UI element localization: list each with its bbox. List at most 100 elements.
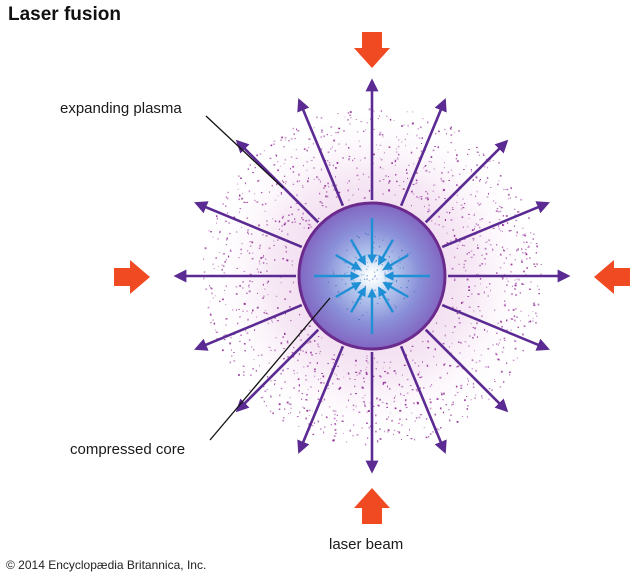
plasma-particle (522, 350, 524, 352)
plasma-particle (307, 388, 309, 390)
plasma-particle (253, 348, 255, 351)
plasma-particle (458, 130, 460, 132)
plasma-particle (466, 408, 468, 410)
plasma-particle (411, 389, 414, 391)
plasma-particle (335, 196, 338, 198)
plasma-particle (255, 201, 258, 203)
plasma-particle (229, 248, 232, 251)
plasma-particle (219, 300, 221, 303)
plasma-particle (281, 217, 284, 219)
plasma-particle (419, 376, 422, 379)
laser-arrow-right (594, 260, 630, 294)
core-speckle (374, 271, 376, 273)
plasma-particle (229, 232, 231, 235)
plasma-particle (348, 199, 350, 201)
plasma-expansion-arrow (297, 345, 345, 454)
plasma-particle (426, 364, 429, 367)
plasma-particle (333, 139, 336, 142)
plasma-particle (319, 192, 321, 195)
plasma-particle (348, 180, 350, 182)
core-speckle (395, 281, 397, 283)
plasma-particle (227, 191, 229, 194)
plasma-particle (466, 278, 469, 281)
plasma-particle (468, 252, 470, 254)
plasma-particle (274, 383, 276, 386)
plasma-particle (522, 333, 524, 336)
plasma-particle (226, 239, 228, 241)
plasma-particle (216, 222, 218, 224)
plasma-particle (366, 366, 368, 368)
plasma-particle (375, 414, 377, 417)
plasma-particle (432, 190, 434, 192)
plasma-particle (453, 234, 456, 237)
plasma-particle (338, 388, 340, 390)
plasma-particle (305, 379, 308, 381)
plasma-particle (313, 167, 315, 169)
plasma-particle (249, 280, 251, 282)
plasma-particle (332, 439, 335, 442)
plasma-particle (416, 134, 418, 137)
plasma-particle (515, 234, 518, 237)
plasma-particle (215, 329, 216, 331)
plasma-particle (396, 136, 398, 138)
plasma-particle (475, 394, 477, 396)
plasma-particle (430, 156, 433, 158)
plasma-particle (415, 179, 418, 182)
plasma-particle (388, 181, 390, 184)
plasma-particle (247, 168, 249, 170)
plasma-particle (473, 254, 475, 256)
plasma-particle (328, 406, 331, 408)
plasma-particle (280, 342, 283, 345)
plasma-particle (280, 165, 282, 167)
core-speckle (375, 254, 377, 257)
plasma-particle (502, 346, 505, 349)
plasma-particle (362, 173, 365, 175)
core-speckle (337, 291, 339, 293)
plasma-particle (258, 179, 260, 182)
plasma-particle (407, 177, 409, 179)
plasma-particle (306, 169, 308, 171)
plasma-particle (260, 192, 263, 194)
core-speckle (358, 236, 360, 239)
core-speckle (346, 308, 348, 310)
plasma-particle (500, 230, 502, 232)
plasma-particle (490, 186, 492, 188)
plasma-particle (444, 198, 446, 199)
plasma-particle (433, 184, 435, 186)
plasma-particle (510, 318, 513, 320)
plasma-particle (524, 251, 527, 254)
core-speckle (374, 275, 376, 277)
plasma-particle (524, 234, 526, 236)
plasma-particle (475, 175, 477, 177)
plasma-particle (398, 422, 400, 424)
core-speckle (343, 261, 345, 263)
plasma-particle (437, 146, 439, 149)
plasma-particle (254, 199, 256, 201)
plasma-particle (497, 183, 499, 186)
plasma-particle (457, 365, 460, 368)
core-compression-arrow (349, 286, 367, 313)
plasma-particle (251, 258, 254, 260)
plasma-particle (532, 303, 534, 305)
plasma-particle (299, 222, 301, 225)
plasma-particle (401, 424, 403, 426)
plasma-particle (274, 379, 276, 381)
plasma-particle (514, 348, 516, 350)
plasma-particle (352, 159, 354, 162)
plasma-particle (288, 306, 291, 308)
plasma-particle (309, 409, 311, 412)
plasma-particle (468, 213, 470, 215)
core-speckle (400, 287, 402, 289)
plasma-particle (327, 363, 330, 364)
plasma-particle (417, 373, 420, 376)
plasma-particle (363, 130, 365, 132)
core-speckle (359, 279, 361, 281)
plasma-particle (532, 320, 534, 322)
plasma-particle (449, 127, 452, 130)
plasma-particle (501, 246, 504, 249)
core-speckle (361, 274, 363, 276)
plasma-particle (499, 359, 500, 361)
plasma-particle (306, 409, 309, 412)
core-speckle (373, 276, 375, 278)
plasma-particle (377, 118, 379, 119)
